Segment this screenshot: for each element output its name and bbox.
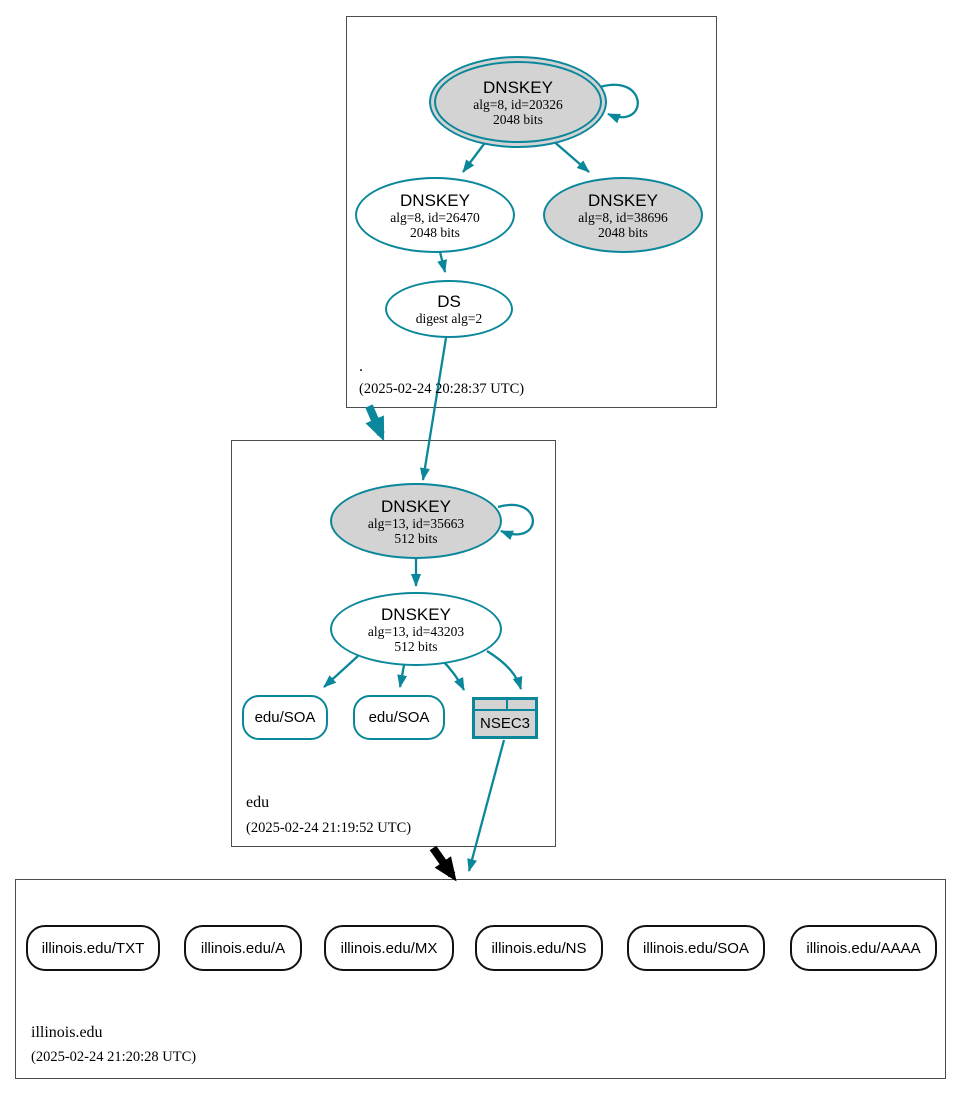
nsec3-cell-left xyxy=(475,700,509,709)
rrset-node-illinois-edu-ns[interactable]: illinois.edu/NS xyxy=(475,925,603,971)
dnskey-alg-id: alg=8, id=20326 xyxy=(473,96,563,112)
dnskey-alg-id: alg=13, id=35663 xyxy=(367,515,465,531)
rrset-label: illinois.edu/MX xyxy=(340,939,438,957)
ds-title: DS xyxy=(437,292,461,311)
rrset-label: illinois.edu/SOA xyxy=(643,939,749,957)
dnskey-bits: 512 bits xyxy=(394,530,438,546)
dnskey-bits: 2048 bits xyxy=(493,111,543,127)
zone-box-illinois-edu xyxy=(15,879,946,1079)
dnskey-node-20326[interactable]: DNSKEY alg=8, id=20326 2048 bits xyxy=(429,56,607,148)
rrset-node-illinois-edu-aaaa[interactable]: illinois.edu/AAAA xyxy=(790,925,937,971)
dnskey-alg-id: alg=8, id=26470 xyxy=(390,209,480,225)
nsec3-label: NSEC3 xyxy=(479,715,531,732)
rrset-label: illinois.edu/NS xyxy=(491,939,587,957)
rrset-label: edu/SOA xyxy=(254,709,316,726)
dnskey-node-26470[interactable]: DNSKEY alg=8, id=26470 2048 bits xyxy=(355,177,515,253)
nsec3-header-cells xyxy=(475,700,535,711)
rrset-node-illinois-edu-soa[interactable]: illinois.edu/SOA xyxy=(627,925,765,971)
dnskey-title: DNSKEY xyxy=(483,77,553,97)
zone-label-root: . xyxy=(359,358,363,375)
zone-timestamp-illinois-edu: (2025-02-24 21:20:28 UTC) xyxy=(31,1049,197,1065)
rrset-node-illinois-edu-txt[interactable]: illinois.edu/TXT xyxy=(26,925,160,971)
dnskey-title: DNSKEY xyxy=(400,190,470,210)
dnskey-node-20326-inner: DNSKEY alg=8, id=20326 2048 bits xyxy=(434,61,602,143)
dnskey-node-38696[interactable]: DNSKEY alg=8, id=38696 2048 bits xyxy=(543,177,703,253)
dnskey-node-35663[interactable]: DNSKEY alg=13, id=35663 512 bits xyxy=(330,483,502,559)
edge-delegation-root-to-edu xyxy=(365,404,385,442)
ds-digest: digest alg=2 xyxy=(415,311,483,326)
dnskey-bits: 512 bits xyxy=(394,638,438,654)
ds-node[interactable]: DS digest alg=2 xyxy=(385,280,513,338)
nsec3-node[interactable]: NSEC3 xyxy=(472,697,538,739)
zone-timestamp-edu: (2025-02-24 21:19:52 UTC) xyxy=(246,820,412,836)
dnskey-title: DNSKEY xyxy=(381,496,451,516)
dnskey-title: DNSKEY xyxy=(381,604,451,624)
dnskey-title: DNSKEY xyxy=(588,190,658,210)
zone-timestamp-root: (2025-02-24 20:28:37 UTC) xyxy=(359,381,525,397)
rrset-node-edu-soa-1[interactable]: edu/SOA xyxy=(242,695,328,740)
dnskey-node-43203[interactable]: DNSKEY alg=13, id=43203 512 bits xyxy=(330,592,502,666)
rrset-label: illinois.edu/A xyxy=(200,939,286,957)
zone-label-edu: edu xyxy=(246,794,270,811)
rrset-label: illinois.edu/TXT xyxy=(41,939,145,957)
rrset-label: edu/SOA xyxy=(368,709,430,726)
rrset-node-illinois-edu-mx[interactable]: illinois.edu/MX xyxy=(324,925,454,971)
edge-delegation-edu-to-illinois xyxy=(429,845,457,882)
dnskey-alg-id: alg=13, id=43203 xyxy=(367,623,465,639)
dnskey-bits: 2048 bits xyxy=(410,224,460,240)
rrset-node-edu-soa-2[interactable]: edu/SOA xyxy=(353,695,445,740)
dnskey-alg-id: alg=8, id=38696 xyxy=(578,209,668,225)
rrset-label: illinois.edu/AAAA xyxy=(806,939,921,957)
nsec3-cell-right xyxy=(508,700,535,709)
rrset-node-illinois-edu-a[interactable]: illinois.edu/A xyxy=(184,925,302,971)
zone-label-illinois-edu: illinois.edu xyxy=(31,1024,103,1041)
dnskey-bits: 2048 bits xyxy=(598,224,648,240)
